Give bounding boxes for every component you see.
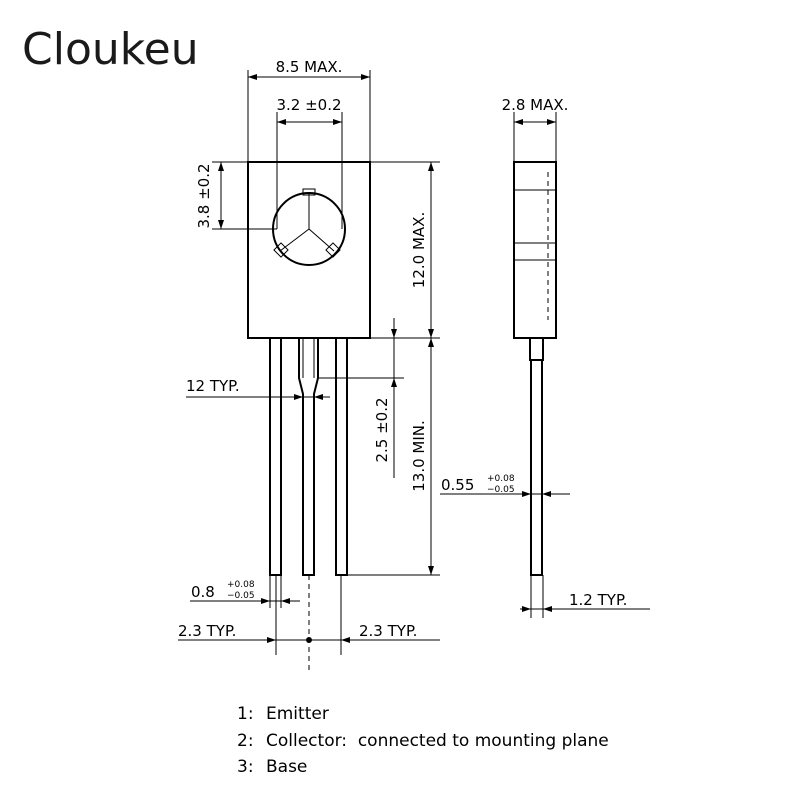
hole-tab-left [273,242,289,258]
arrow-head [391,329,397,338]
pin-number: 1: [237,704,254,724]
arrow-head [428,162,434,171]
pin-row-3: 3: Base [237,757,307,777]
lead-emitter [269,337,282,576]
arrow-head [333,119,342,125]
hole-line-right [308,228,335,252]
dim-lead-width-tol-minus: −0.05 [227,591,255,601]
pin-legend: 1: Emitter 2: Collector: connected to mo… [237,704,609,777]
dim-lead-offset: 1.2 TYP. [569,591,627,609]
arrow-head [514,119,523,125]
dim-lead-thickness-tol-minus: −0.05 [487,485,515,495]
pin-row-2: 2: Collector: connected to mounting plan… [237,731,609,751]
arrow-head [547,119,556,125]
arrow-head [542,491,551,497]
dim-lead-thickness-tol-plus: +0.08 [487,474,515,484]
dim-thickness: 2.8 MAX. [502,96,569,114]
dim-lead-step: 2.5 ±0.2 [373,397,391,462]
dim-hole-offset: 3.8 ±0.2 [195,163,213,228]
pin-description: Base [266,757,307,777]
pin-description: Emitter [266,704,329,724]
brand-logo: Cloukeu [22,24,199,75]
arrow-head [428,329,434,338]
dim-lead-typ: 12 TYP. [186,377,240,395]
dim-hole-pitch: 3.2 ±0.2 [276,96,341,114]
arrow-head [218,162,224,171]
dim-pitch-left: 2.3 TYP. [178,622,236,640]
arrow-head [522,606,531,612]
arrow-head [428,566,434,575]
side-lead [530,359,543,576]
dim-pitch-right: 2.3 TYP. [359,622,417,640]
arrow-head [277,119,286,125]
dim-lead-width-tol-plus: +0.08 [227,580,255,590]
arrow-head [391,378,397,387]
arrow-head [543,606,552,612]
arrow-head [314,394,323,400]
arrow-head [261,598,270,604]
arrow-head [341,637,350,643]
arrow-head [522,491,531,497]
dim-lead-thickness: 0.55 [441,476,474,494]
side-body [513,161,557,339]
package-body [247,161,371,339]
center-dot [306,637,312,643]
arrow-head [218,220,224,229]
side-lead-shoulder [529,337,544,361]
hole-line-left [279,228,310,252]
pin-number: 3: [237,757,254,777]
arrow-head [267,637,276,643]
arrow-head [294,394,303,400]
pin-row-1: 1: Emitter [237,704,329,724]
dim-width-max: 8.5 MAX. [276,58,343,76]
dim-body-height: 12.0 MAX. [410,212,428,288]
lead-collector [298,338,319,576]
arrow-head [428,338,434,347]
dim-lead-length: 13.0 MIN. [410,420,428,492]
lead-base [335,337,348,576]
hole-tab-right [325,242,341,258]
arrow-head [361,74,370,80]
arrow-head [248,74,257,80]
front-view: 8.5 MAX. 3.2 ±0.2 3.8 ±0.2 12.0 MAX. 12 … [178,58,440,672]
dim-lead-width: 0.8 [191,583,215,601]
side-view: 2.8 MAX. 0.55 +0.08 −0.05 1.2 TYP. [440,96,650,618]
arrow-head [281,598,290,604]
pin-description: Collector: connected to mounting plane [266,731,609,751]
pin-number: 2: [237,731,254,751]
